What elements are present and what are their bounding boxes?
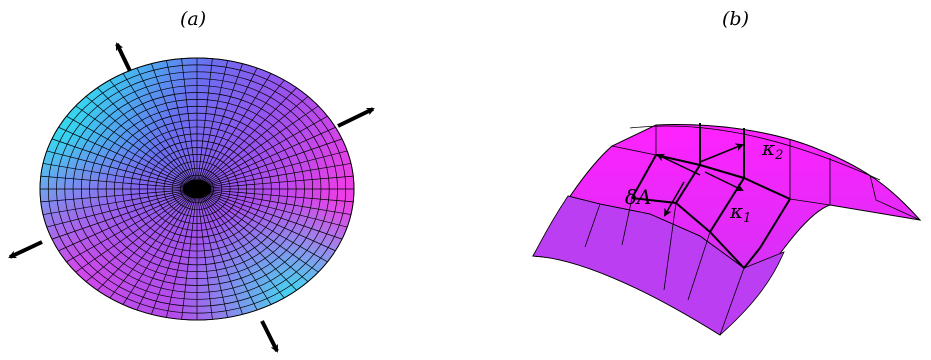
curved-sheet-panel: δA κ1 κ2 <box>532 123 922 336</box>
kappa-2-label: κ2 <box>761 136 783 163</box>
panel-label-a: (a) <box>180 8 206 30</box>
curvature-arrows <box>656 143 744 217</box>
arrow-icon <box>656 153 701 176</box>
arrow-icon <box>8 240 43 259</box>
disk-grid <box>39 57 355 321</box>
sheet-lower-skirt <box>532 195 785 336</box>
disk-center <box>182 179 212 199</box>
arrow-icon <box>115 42 132 72</box>
area-element-label: δA <box>625 185 651 209</box>
arrow-icon <box>699 143 744 163</box>
kappa-1-label: κ1 <box>729 199 751 226</box>
arrow-icon <box>704 171 744 191</box>
arrow-icon <box>664 181 685 217</box>
panel-label-b: (b) <box>722 8 749 30</box>
disk-rim <box>39 57 355 321</box>
disk-panel <box>39 57 355 321</box>
arrow-icon <box>260 320 279 353</box>
arrow-icon <box>337 107 375 128</box>
disk-arrows <box>8 42 375 353</box>
